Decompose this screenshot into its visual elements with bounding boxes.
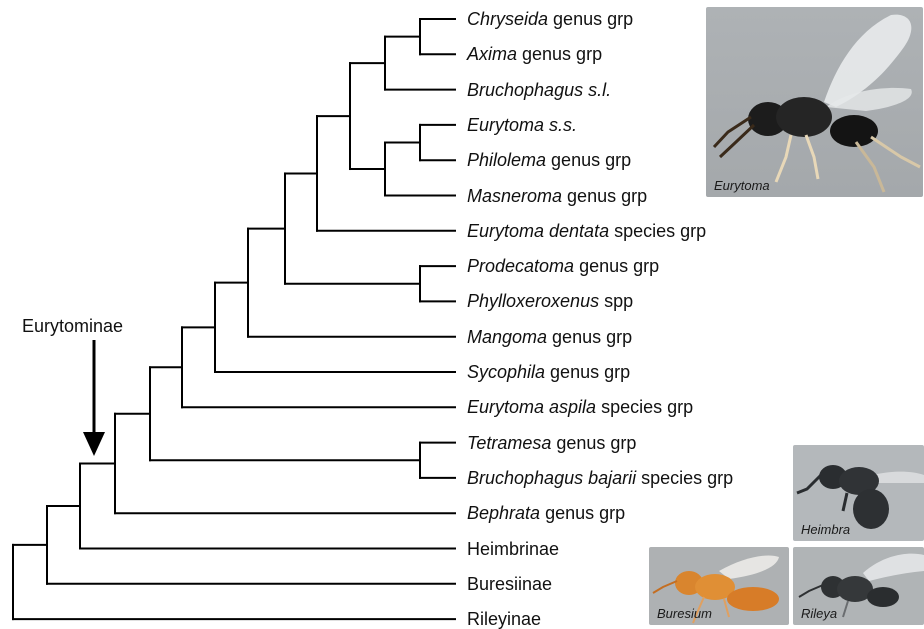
taxon-name-rest: genus grp	[547, 327, 632, 347]
taxon-name-italic: Eurytoma s.s.	[467, 115, 577, 135]
taxon-name-italic: Bruchophagus bajarii	[467, 468, 636, 488]
photo-caption-eurytoma: Eurytoma	[714, 178, 770, 193]
taxon-name-italic: Bephrata	[467, 503, 540, 523]
taxon-name-italic: Chryseida	[467, 9, 548, 29]
taxon-label: Tetramesa genus grp	[467, 433, 636, 453]
taxon-name-rest: species grp	[596, 397, 693, 417]
taxon-label: Eurytoma s.s.	[467, 115, 577, 135]
taxon-name-italic: Bruchophagus s.l.	[467, 80, 611, 100]
taxon-name-italic: Sycophila	[467, 362, 545, 382]
photo-heimbra: Heimbra	[793, 445, 924, 541]
taxon-label: Bruchophagus s.l.	[467, 80, 611, 100]
eurytominae-arrow	[83, 340, 105, 456]
taxon-label: Chryseida genus grp	[467, 9, 633, 29]
photo-eurytoma: Eurytoma	[706, 7, 923, 197]
taxon-name-italic: Mangoma	[467, 327, 547, 347]
taxon-name-rest: species grp	[609, 221, 706, 241]
eurytoma-wasp-illustration	[706, 7, 923, 197]
taxon-name-rest: genus grp	[517, 44, 602, 64]
photo-rileya: Rileya	[793, 547, 924, 625]
taxon-name-rest: genus grp	[545, 362, 630, 382]
photo-caption-rileya: Rileya	[801, 606, 837, 621]
taxon-label: Rileyinae	[467, 609, 541, 629]
taxon-name-italic: Eurytoma aspila	[467, 397, 596, 417]
taxon-name-italic: Eurytoma dentata	[467, 221, 609, 241]
taxon-label: Phylloxeroxenus spp	[467, 291, 633, 311]
taxon-name-rest: genus grp	[574, 256, 659, 276]
taxon-name-rest: genus grp	[548, 9, 633, 29]
photo-caption-buresium: Buresium	[657, 606, 712, 621]
taxon-label: Heimbrinae	[467, 539, 559, 559]
taxon-label: Bephrata genus grp	[467, 503, 625, 523]
taxon-label: Prodecatoma genus grp	[467, 256, 659, 276]
taxon-label: Axima genus grp	[467, 44, 602, 64]
taxon-name-italic: Tetramesa	[467, 433, 551, 453]
taxon-label: Bruchophagus bajarii species grp	[467, 468, 733, 488]
taxon-name-italic: Philolema	[467, 150, 546, 170]
taxon-label: Philolema genus grp	[467, 150, 631, 170]
taxon-name-rest: Heimbrinae	[467, 539, 559, 559]
photo-caption-heimbra: Heimbra	[801, 522, 850, 537]
taxon-label: Mangoma genus grp	[467, 327, 632, 347]
taxon-label: Sycophila genus grp	[467, 362, 630, 382]
taxon-label: Eurytoma dentata species grp	[467, 221, 706, 241]
taxon-name-italic: Masneroma	[467, 186, 562, 206]
taxon-name-rest: species grp	[636, 468, 733, 488]
taxon-name-rest: genus grp	[546, 150, 631, 170]
taxon-name-italic: Prodecatoma	[467, 256, 574, 276]
taxon-name-rest: genus grp	[540, 503, 625, 523]
taxon-name-rest: Buresiinae	[467, 574, 552, 594]
taxon-name-italic: Axima	[467, 44, 517, 64]
clade-label-eurytominae: Eurytominae	[22, 316, 123, 337]
taxon-label: Buresiinae	[467, 574, 552, 594]
taxon-name-rest: Rileyinae	[467, 609, 541, 629]
taxon-name-rest: genus grp	[562, 186, 647, 206]
photo-buresium: Buresium	[649, 547, 789, 625]
taxon-name-rest: spp	[599, 291, 633, 311]
taxon-name-italic: Phylloxeroxenus	[467, 291, 599, 311]
taxon-name-rest: genus grp	[551, 433, 636, 453]
taxon-label: Eurytoma aspila species grp	[467, 397, 693, 417]
taxon-label: Masneroma genus grp	[467, 186, 647, 206]
